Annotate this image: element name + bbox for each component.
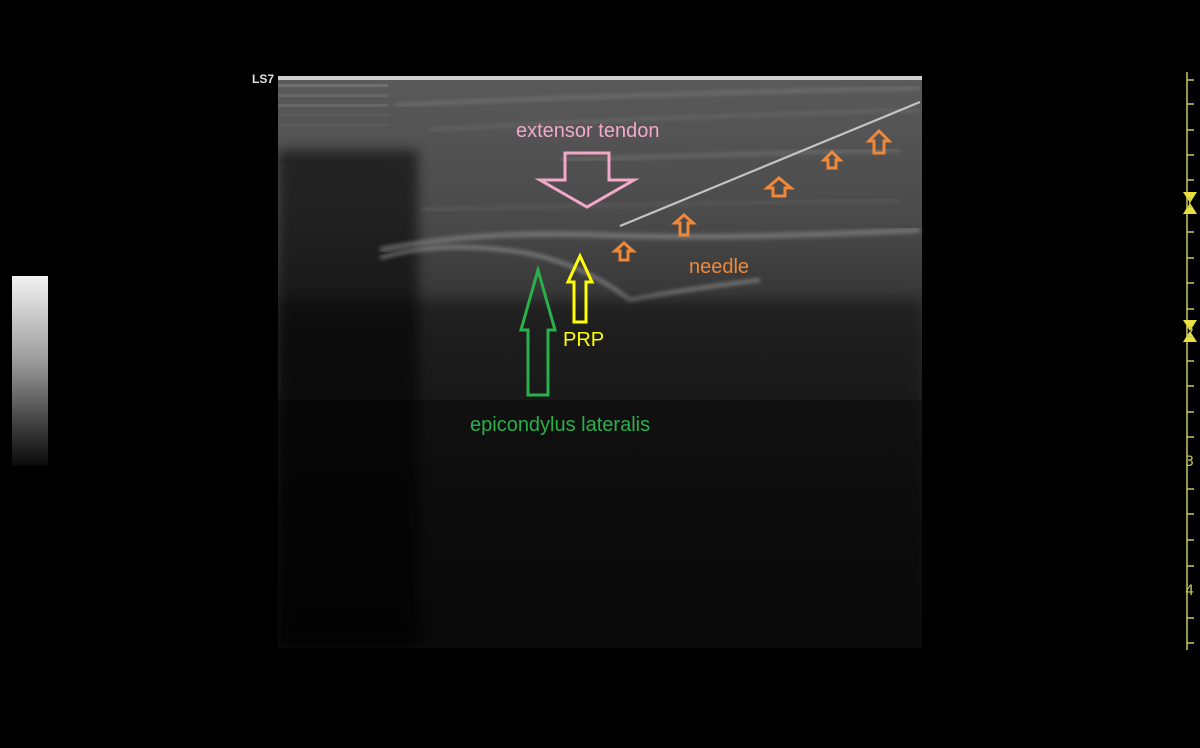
depth-mark-1: 1 xyxy=(1185,196,1194,212)
epicondylus-label: epicondylus lateralis xyxy=(470,414,651,436)
extensor-tendon-label: extensor tendon xyxy=(516,120,660,142)
depth-mark-2: 2 xyxy=(1185,325,1194,341)
epicondylus-arrow-icon xyxy=(519,264,557,397)
needle-arrow-icons xyxy=(611,128,893,262)
depth-scale xyxy=(1186,72,1194,650)
prp-arrow-icon xyxy=(565,252,595,324)
needle-arrow-icon xyxy=(611,240,637,262)
grayscale-bar xyxy=(12,276,48,466)
extensor-tendon-arrow-icon xyxy=(534,151,640,209)
focus-marker-icon xyxy=(1183,192,1197,342)
depth-mark-3: 3 xyxy=(1185,454,1194,470)
needle-arrow-icon xyxy=(865,128,893,155)
needle-arrow-icon xyxy=(762,176,796,198)
prp-label: PRP xyxy=(563,329,605,351)
depth-mark-4: 4 xyxy=(1185,583,1194,599)
needle-label: needle xyxy=(689,256,750,278)
ultrasound-image xyxy=(278,76,922,648)
needle-arrow-icon xyxy=(671,212,697,237)
probe-label: LS7 xyxy=(252,72,275,86)
needle-arrow-icon xyxy=(820,149,844,170)
